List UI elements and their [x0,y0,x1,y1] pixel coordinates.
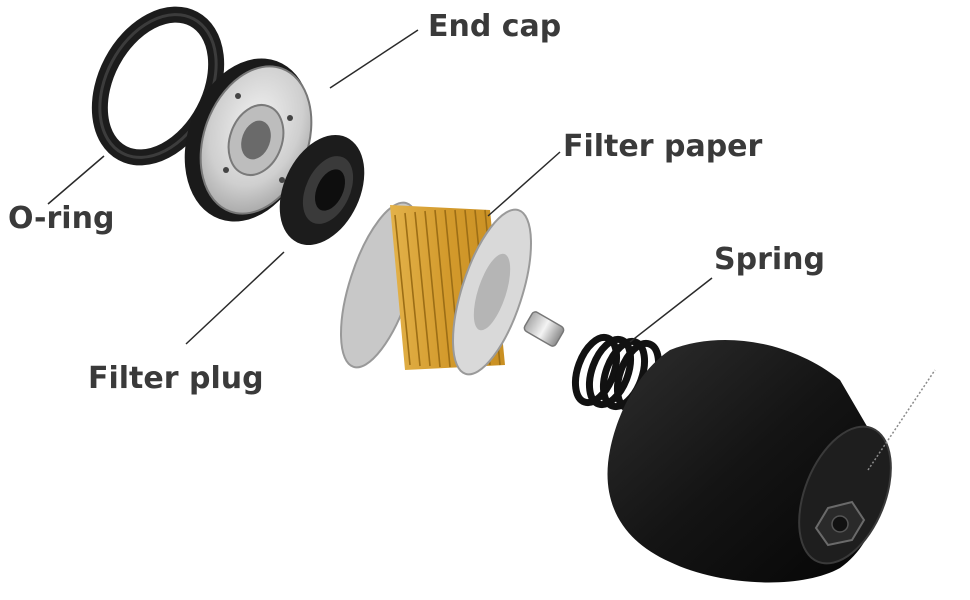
label-spring: Spring [714,242,825,277]
label-filter-paper: Filter paper [563,129,763,164]
leader-line-spring [629,277,713,343]
filter-housing-part [607,340,936,583]
label-filter-plug: Filter plug [88,361,264,396]
leader-line-o-ring [47,155,105,205]
end-cap-part [184,58,313,222]
bypass-valve-part [523,311,565,347]
filter-paper-part [340,201,532,376]
leader-line-filter-paper [487,151,561,217]
label-o-ring: O-ring [8,201,115,236]
leader-line-end-cap [329,29,419,89]
filter-plug-part [279,135,365,245]
leader-line-filter-plug [185,251,285,345]
label-end-cap: End cap [428,9,562,44]
leader-lines [47,29,713,345]
